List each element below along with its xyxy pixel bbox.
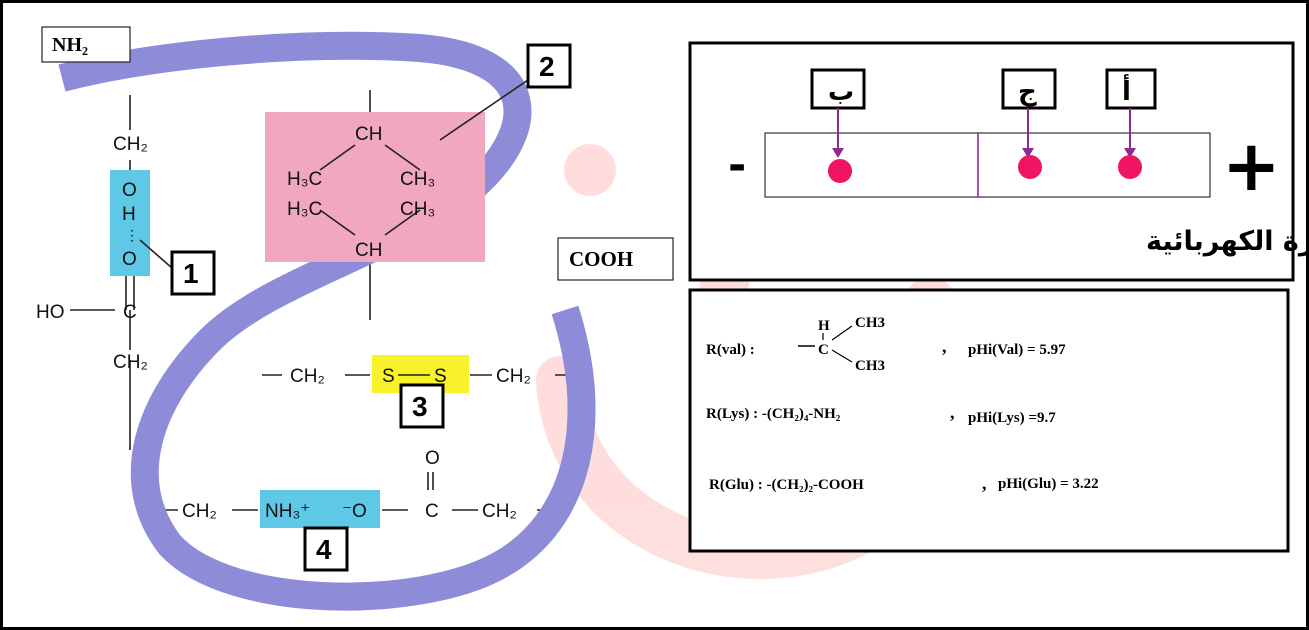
hbond-ch2: CH₂: [113, 134, 148, 155]
ionic-o-top: O: [425, 448, 440, 469]
disulfide-s1: S: [382, 366, 395, 387]
arrow-ba-head: [832, 148, 844, 158]
backbone-lines: [70, 90, 590, 511]
protein-ribbon: [58, 31, 596, 611]
label-alif: أ: [1122, 74, 1131, 107]
ionic-bond-box: [260, 490, 380, 528]
label-jim-box: [1001, 68, 1057, 110]
hbond-ho: HO: [36, 302, 65, 323]
ionic-o-minus: ⁻O: [342, 501, 367, 522]
hbond-dots: ⋮: [125, 227, 139, 243]
hydrophobic-h3c-2: H₃C: [287, 199, 322, 220]
arrow-jim-head: [1022, 148, 1034, 158]
hbond-h: H: [122, 204, 136, 225]
val-h: H: [818, 318, 830, 334]
disulfide-s2: S: [434, 366, 447, 387]
val-c: C: [818, 342, 829, 358]
ionic-c: C: [425, 501, 439, 522]
glu-phi: pHi(Glu) = 3.22: [998, 476, 1099, 492]
hydrophobic-ch3-2: CH₃: [400, 199, 435, 220]
ionic-ch2-right: CH₂: [482, 501, 517, 522]
label-alif-box: [1105, 68, 1157, 110]
val-bond-up: [831, 325, 853, 341]
hydrophobic-box: [265, 112, 485, 262]
label-1-pointer: [139, 239, 173, 269]
c-terminal-box: [557, 237, 674, 281]
label-3: 3: [412, 391, 428, 422]
c-terminal-label: COOH: [569, 247, 633, 271]
hbond-ch2b: CH₂: [113, 352, 148, 373]
lys-r-label: R(Lys) : -(CH₂)₄-NH₂: [706, 406, 841, 422]
val-phi: pHi(Val) = 5.97: [968, 342, 1066, 358]
val-bond-down: [831, 349, 853, 363]
val-comma: ,: [942, 336, 947, 356]
amino-acids-panel: [688, 288, 1290, 553]
electrophoresis-caption: نتائج الهجرة الكهربائية: [1146, 226, 1309, 257]
n-terminal-box: [41, 26, 131, 63]
ionic-nh3: NH₃⁺: [265, 501, 310, 522]
hbond-o1: O: [122, 180, 137, 201]
hbond-o2: O: [122, 249, 137, 270]
minus-electrode: -: [728, 140, 746, 191]
label-2-pointer: [439, 79, 529, 141]
hydrophobic-ch-top: CH: [355, 124, 382, 145]
hydrophobic-ch-bottom: CH: [355, 240, 382, 261]
hydrophobic-h3c-1: H₃C: [287, 169, 322, 190]
ionic-ch2-left: CH₂: [182, 501, 217, 522]
label-ba-box: [810, 68, 866, 110]
hydrophobic-ch3-1: CH₃: [400, 169, 435, 190]
plus-electrode: +: [1222, 125, 1281, 207]
disulfide-ch2-right: CH₂: [496, 366, 531, 387]
disulfide-ch2-left: CH₂: [290, 366, 325, 387]
label-2: 2: [539, 51, 555, 82]
band-ba: [828, 159, 852, 183]
val-ch3-bottom: CH3: [855, 358, 885, 374]
band-alif: [1118, 155, 1142, 179]
label-ba: ب: [828, 77, 854, 107]
glu-r-label: R(Glu) : -(CH₂)₂-COOH: [709, 477, 864, 493]
label-2-box: [526, 43, 572, 89]
lys-phi: pHi(Lys) =9.7: [968, 410, 1056, 426]
n-terminal-label: NH₂: [52, 34, 88, 56]
label-3-box: [399, 383, 445, 429]
hydrogen-bond-box: [110, 170, 150, 276]
label-1: 1: [183, 258, 199, 289]
val-ch3-top: CH3: [855, 315, 885, 331]
hydrophobic-bonds: [319, 144, 421, 236]
val-r-label: R(val) :: [706, 342, 755, 358]
hbond-c: C: [123, 302, 137, 323]
label-1-box: [170, 250, 216, 296]
label-4-box: [303, 526, 349, 572]
label-jim: ج: [1018, 77, 1037, 107]
label-4: 4: [316, 534, 332, 565]
lys-comma: ,: [950, 402, 955, 422]
glu-comma: ,: [982, 473, 987, 493]
band-jim: [1018, 155, 1042, 179]
arrow-alif-head: [1124, 148, 1136, 158]
